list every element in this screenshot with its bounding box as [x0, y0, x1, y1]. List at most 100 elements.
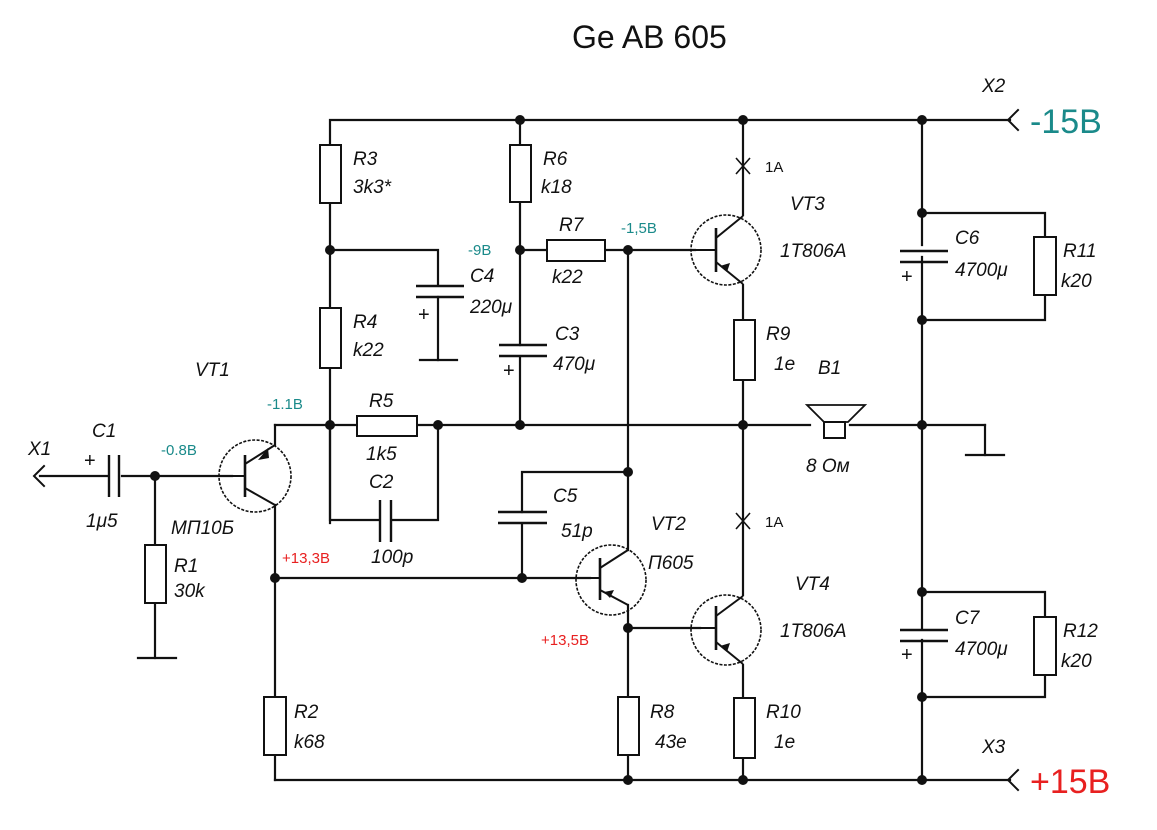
svg-text:+: +: [901, 266, 913, 288]
svg-text:k22: k22: [552, 267, 583, 288]
svg-text:B1: B1: [818, 358, 841, 379]
svg-text:1е: 1е: [774, 354, 795, 375]
svg-text:R1: R1: [174, 556, 198, 577]
svg-text:R2: R2: [294, 702, 319, 723]
svg-text:1е: 1е: [774, 732, 795, 753]
svg-text:30k: 30k: [174, 581, 206, 602]
svg-text:k18: k18: [541, 177, 572, 198]
voltage-vt1-collector: +13,3В: [282, 550, 330, 567]
voltage-vt3-base: -1,5В: [621, 220, 657, 237]
connector-x2: X2 -15В: [981, 76, 1102, 141]
svg-text:C1: C1: [92, 421, 116, 442]
connector-x1: X1: [27, 439, 51, 488]
svg-text:1μ5: 1μ5: [86, 511, 118, 532]
svg-text:+: +: [418, 304, 430, 326]
svg-text:k20: k20: [1061, 271, 1092, 292]
schematic-title: Ge AB 605: [572, 19, 727, 55]
svg-text:k22: k22: [353, 340, 384, 361]
capacitor-c7: + C7 4700μ: [900, 608, 1008, 666]
resistor-r7: R7 k22: [546, 215, 606, 288]
svg-text:МП10Б: МП10Б: [171, 518, 234, 539]
svg-text:470μ: 470μ: [553, 354, 596, 375]
voltage-r6-node: -9В: [468, 242, 491, 259]
svg-text:1Т806А: 1Т806А: [780, 621, 847, 642]
transistor-vt3: VT3 1Т806А: [690, 194, 847, 286]
svg-text:220μ: 220μ: [469, 297, 513, 318]
svg-text:C5: C5: [553, 486, 578, 507]
resistor-r12: R12 k20: [1033, 616, 1098, 676]
svg-text:C3: C3: [555, 324, 580, 345]
resistor-r4: R4 k22: [319, 307, 384, 369]
svg-text:X3: X3: [981, 737, 1006, 758]
svg-text:4700μ: 4700μ: [955, 260, 1008, 281]
svg-text:+: +: [84, 450, 96, 472]
capacitor-c5: C5 51p: [498, 486, 593, 542]
connector-x3: X3 +15В: [981, 737, 1110, 801]
vt3-emitter-arrow-icon: [720, 263, 730, 272]
speaker-b1: B1 8 Ом: [804, 358, 868, 477]
vt1-emitter-arrow-icon: [258, 448, 269, 460]
resistor-r6: R6 k18: [509, 144, 572, 203]
svg-text:R12: R12: [1063, 621, 1098, 642]
transistor-vt4: VT4 1Т806А: [690, 574, 847, 666]
resistor-r10: R10 1е: [733, 697, 801, 759]
speaker-icon: [804, 404, 868, 423]
svg-text:1Т806А: 1Т806А: [780, 241, 847, 262]
svg-text:1A: 1A: [765, 514, 783, 531]
vt4-emitter-arrow-icon: [720, 643, 730, 652]
svg-text:R7: R7: [559, 215, 585, 236]
capacitor-c3: + C3 470μ: [499, 324, 596, 382]
capacitor-c2: C2 100p: [369, 472, 413, 568]
capacitor-c1: + C1 1μ5: [84, 421, 121, 532]
svg-text:4700μ: 4700μ: [955, 639, 1008, 660]
svg-text:+: +: [503, 360, 515, 382]
svg-text:k68: k68: [294, 732, 325, 753]
svg-text:R9: R9: [766, 324, 791, 345]
current-mark-top: 1A: [735, 157, 783, 176]
svg-text:R11: R11: [1063, 241, 1096, 262]
svg-text:51p: 51p: [561, 521, 593, 542]
svg-text:C7: C7: [955, 608, 981, 629]
svg-text:3k3*: 3k3*: [353, 177, 392, 198]
transistor-vt2: VT2 П605: [575, 514, 694, 616]
svg-text:R6: R6: [543, 149, 568, 170]
svg-text:X2: X2: [981, 76, 1006, 97]
resistor-r11: R11 k20: [1033, 236, 1096, 296]
svg-text:1k5: 1k5: [366, 444, 397, 465]
resistor-r8: R8 43е: [617, 696, 687, 756]
svg-text:VT2: VT2: [651, 514, 686, 535]
vt2-emitter-arrow-icon: [604, 590, 614, 598]
resistor-r3: R3 3k3*: [319, 144, 392, 204]
svg-text:VT3: VT3: [790, 194, 825, 215]
resistor-r9: R9 1е: [733, 319, 795, 381]
transistor-vt1: VT1 МП10Б: [171, 360, 292, 539]
capacitor-c4: + C4 220μ: [416, 266, 513, 326]
svg-text:C4: C4: [470, 266, 494, 287]
current-mark-bottom: 1A: [735, 512, 783, 531]
svg-text:R5: R5: [369, 391, 394, 412]
junctions: [150, 115, 927, 785]
svg-text:43е: 43е: [655, 732, 687, 753]
resistor-r1: R1 30k: [144, 544, 206, 604]
supply-negative-label: -15В: [1030, 103, 1102, 141]
svg-text:R10: R10: [766, 702, 801, 723]
svg-text:П605: П605: [648, 553, 694, 574]
svg-text:100p: 100p: [371, 547, 413, 568]
svg-text:VT1: VT1: [195, 360, 230, 381]
supply-positive-label: +15В: [1030, 763, 1110, 801]
wires: [38, 118, 1047, 782]
svg-text:R8: R8: [650, 702, 675, 723]
voltage-vt1-base: -0.8В: [161, 442, 197, 459]
svg-text:R3: R3: [353, 149, 378, 170]
voltage-annotations: -0.8В -1.1В +13,3В -9В -1,5В +13,5В: [161, 220, 657, 649]
capacitor-c6: + C6 4700μ: [900, 228, 1008, 288]
resistor-r5: R5 1k5: [356, 391, 418, 465]
svg-text:VT4: VT4: [795, 574, 830, 595]
voltage-vt1-emitter: -1.1В: [267, 396, 303, 413]
svg-text:8 Ом: 8 Ом: [806, 456, 850, 477]
svg-text:C2: C2: [369, 472, 394, 493]
svg-text:C6: C6: [955, 228, 980, 249]
svg-text:k20: k20: [1061, 651, 1092, 672]
resistor-r2: R2 k68: [263, 696, 325, 756]
